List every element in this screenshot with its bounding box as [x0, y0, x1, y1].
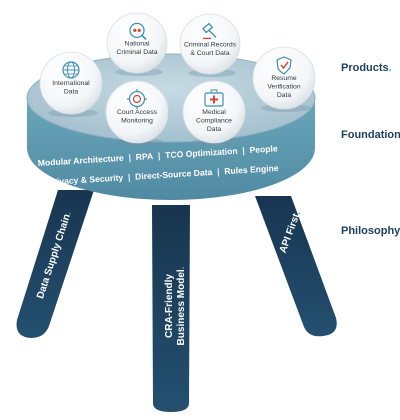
leg-right [255, 196, 337, 337]
foundation-item: Direct-Source Data [135, 167, 213, 182]
product-label: & Court Data [190, 50, 230, 57]
section-label-products: Products. [341, 62, 392, 74]
foundation-separator: | [123, 172, 136, 183]
foundation-separator: | [123, 152, 136, 163]
product-label: Resume [271, 75, 297, 82]
section-label-philosophy: Philosophy. [341, 225, 400, 237]
foundation-separator: | [153, 150, 166, 161]
product-label: Court Access [117, 109, 158, 116]
product-label: Data [64, 88, 79, 95]
foundation-separator: | [212, 166, 225, 177]
product-label: Criminal Data [116, 49, 157, 56]
globe-icon [62, 61, 80, 79]
section-label-foundation: Foundation. [341, 129, 400, 141]
foundation-row: Privacy & Security | Direct-Source Data … [48, 163, 280, 187]
product-label: Medical [202, 109, 226, 116]
fingerprint-icon [129, 22, 147, 40]
product-label: Compliance [196, 117, 232, 124]
stool-legs [16, 190, 337, 412]
target-icon [127, 88, 147, 109]
foundation-item: Privacy & Security [48, 172, 124, 187]
leg-left [16, 190, 94, 338]
foundation-item: RPA [135, 151, 153, 162]
foundation-separator: | [237, 145, 250, 156]
gavel-icon [202, 22, 217, 40]
shield-check-icon [276, 56, 292, 75]
product-label: Data [207, 126, 222, 133]
leg-center [152, 205, 190, 412]
foundation-item: Rules Engine [224, 163, 279, 176]
product-label: International [52, 80, 90, 87]
medical-kit-icon [204, 89, 224, 107]
product-label: Verification [267, 83, 300, 90]
philosophy-label-line: Business Model. [176, 266, 187, 345]
philosophy-label-line: CRA-Friendly [164, 274, 175, 338]
seat-rim [26, 53, 316, 143]
product-label: Criminal Records [184, 41, 237, 48]
foundation-item: TCO Optimization [165, 146, 238, 160]
product-label: Monitoring [121, 117, 153, 124]
product-label: Data [277, 92, 292, 99]
product-label: National [125, 40, 150, 47]
foundation-item: People [249, 143, 278, 155]
product-bubble: Criminal Records & Court Data [179, 13, 241, 77]
